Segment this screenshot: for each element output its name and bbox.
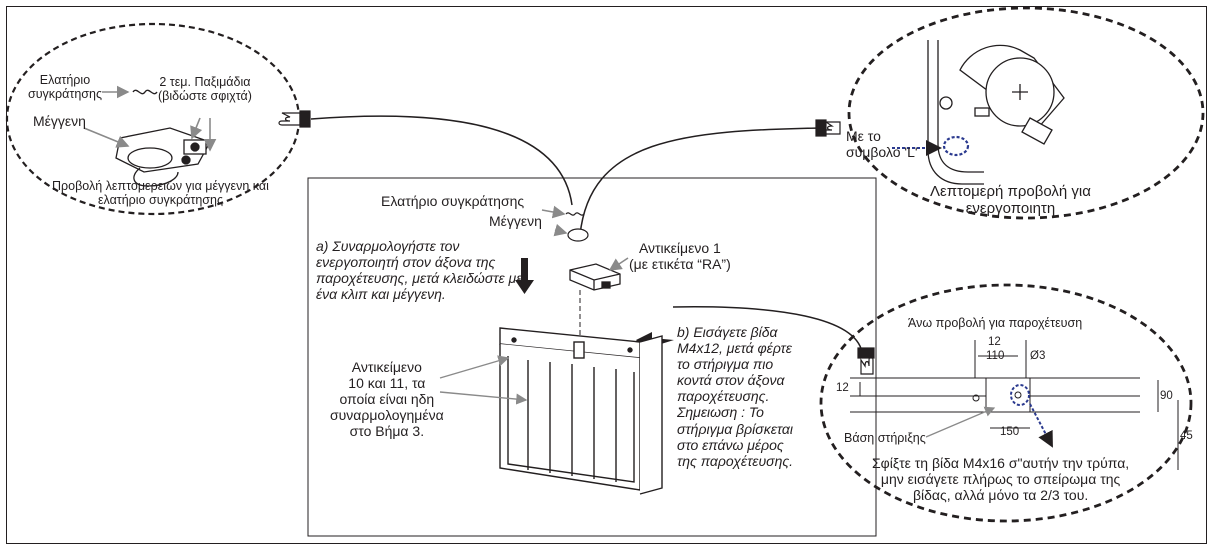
top-view-drawing (850, 340, 1179, 470)
hand-pointer-icon (815, 119, 841, 137)
damper-illustration (499, 327, 663, 495)
dim-150: 150 (1000, 426, 1020, 438)
hand-pointer-icon (857, 347, 875, 375)
screw-hole-highlight (1010, 384, 1030, 406)
bracket-label: Βάση στήριξης (844, 431, 926, 445)
l-symbol-highlight (942, 135, 970, 157)
dim-110: 110 (986, 350, 1005, 362)
bottom-detail-ellipse (819, 283, 1193, 523)
outer-frame (6, 6, 1207, 544)
right-detail-ellipse (847, 6, 1205, 220)
center-clamp-label: Μέγγενη (489, 213, 542, 229)
clamp-illustration (115, 127, 211, 187)
screw-instruction: Σφίξτε τη βίδα M4x16 σ"αυτήν την τρύπα,μ… (872, 455, 1130, 504)
hand-pointer-icon (278, 110, 311, 128)
down-arrow-icon (515, 258, 534, 294)
clamp-part-icon (567, 228, 589, 242)
item-1-label: Αντικείμενο 1(με ετικέτα “RA”) (629, 240, 731, 273)
left-clamp-label: Μέγγενη (33, 113, 86, 129)
dim-d3: Ø3 (1030, 350, 1046, 362)
main-assembly-box (307, 177, 877, 537)
actuator-detail-illustration (927, 40, 1065, 185)
top-view-title: Άνω προβολή για παροχέτευση (908, 316, 1083, 330)
dim-12-top: 12 (988, 336, 1001, 348)
right-connector-cable (579, 127, 826, 236)
center-spring-label: Ελατήριο συγκράτησης (381, 193, 525, 209)
dim-12-left: 12 (836, 382, 849, 394)
spring-illustration (132, 89, 158, 95)
dim-90: 90 (1160, 390, 1173, 402)
dim-45: 45 (1180, 430, 1193, 442)
left-nuts-label: 2 τεμ. Παξιμάδια(βιδώστε σφιχτά) (158, 75, 252, 104)
actuator-item-1 (569, 263, 621, 291)
bottom-connector-cable (672, 306, 863, 353)
left-connector-cable (310, 115, 573, 206)
spring-part-icon (565, 212, 585, 216)
